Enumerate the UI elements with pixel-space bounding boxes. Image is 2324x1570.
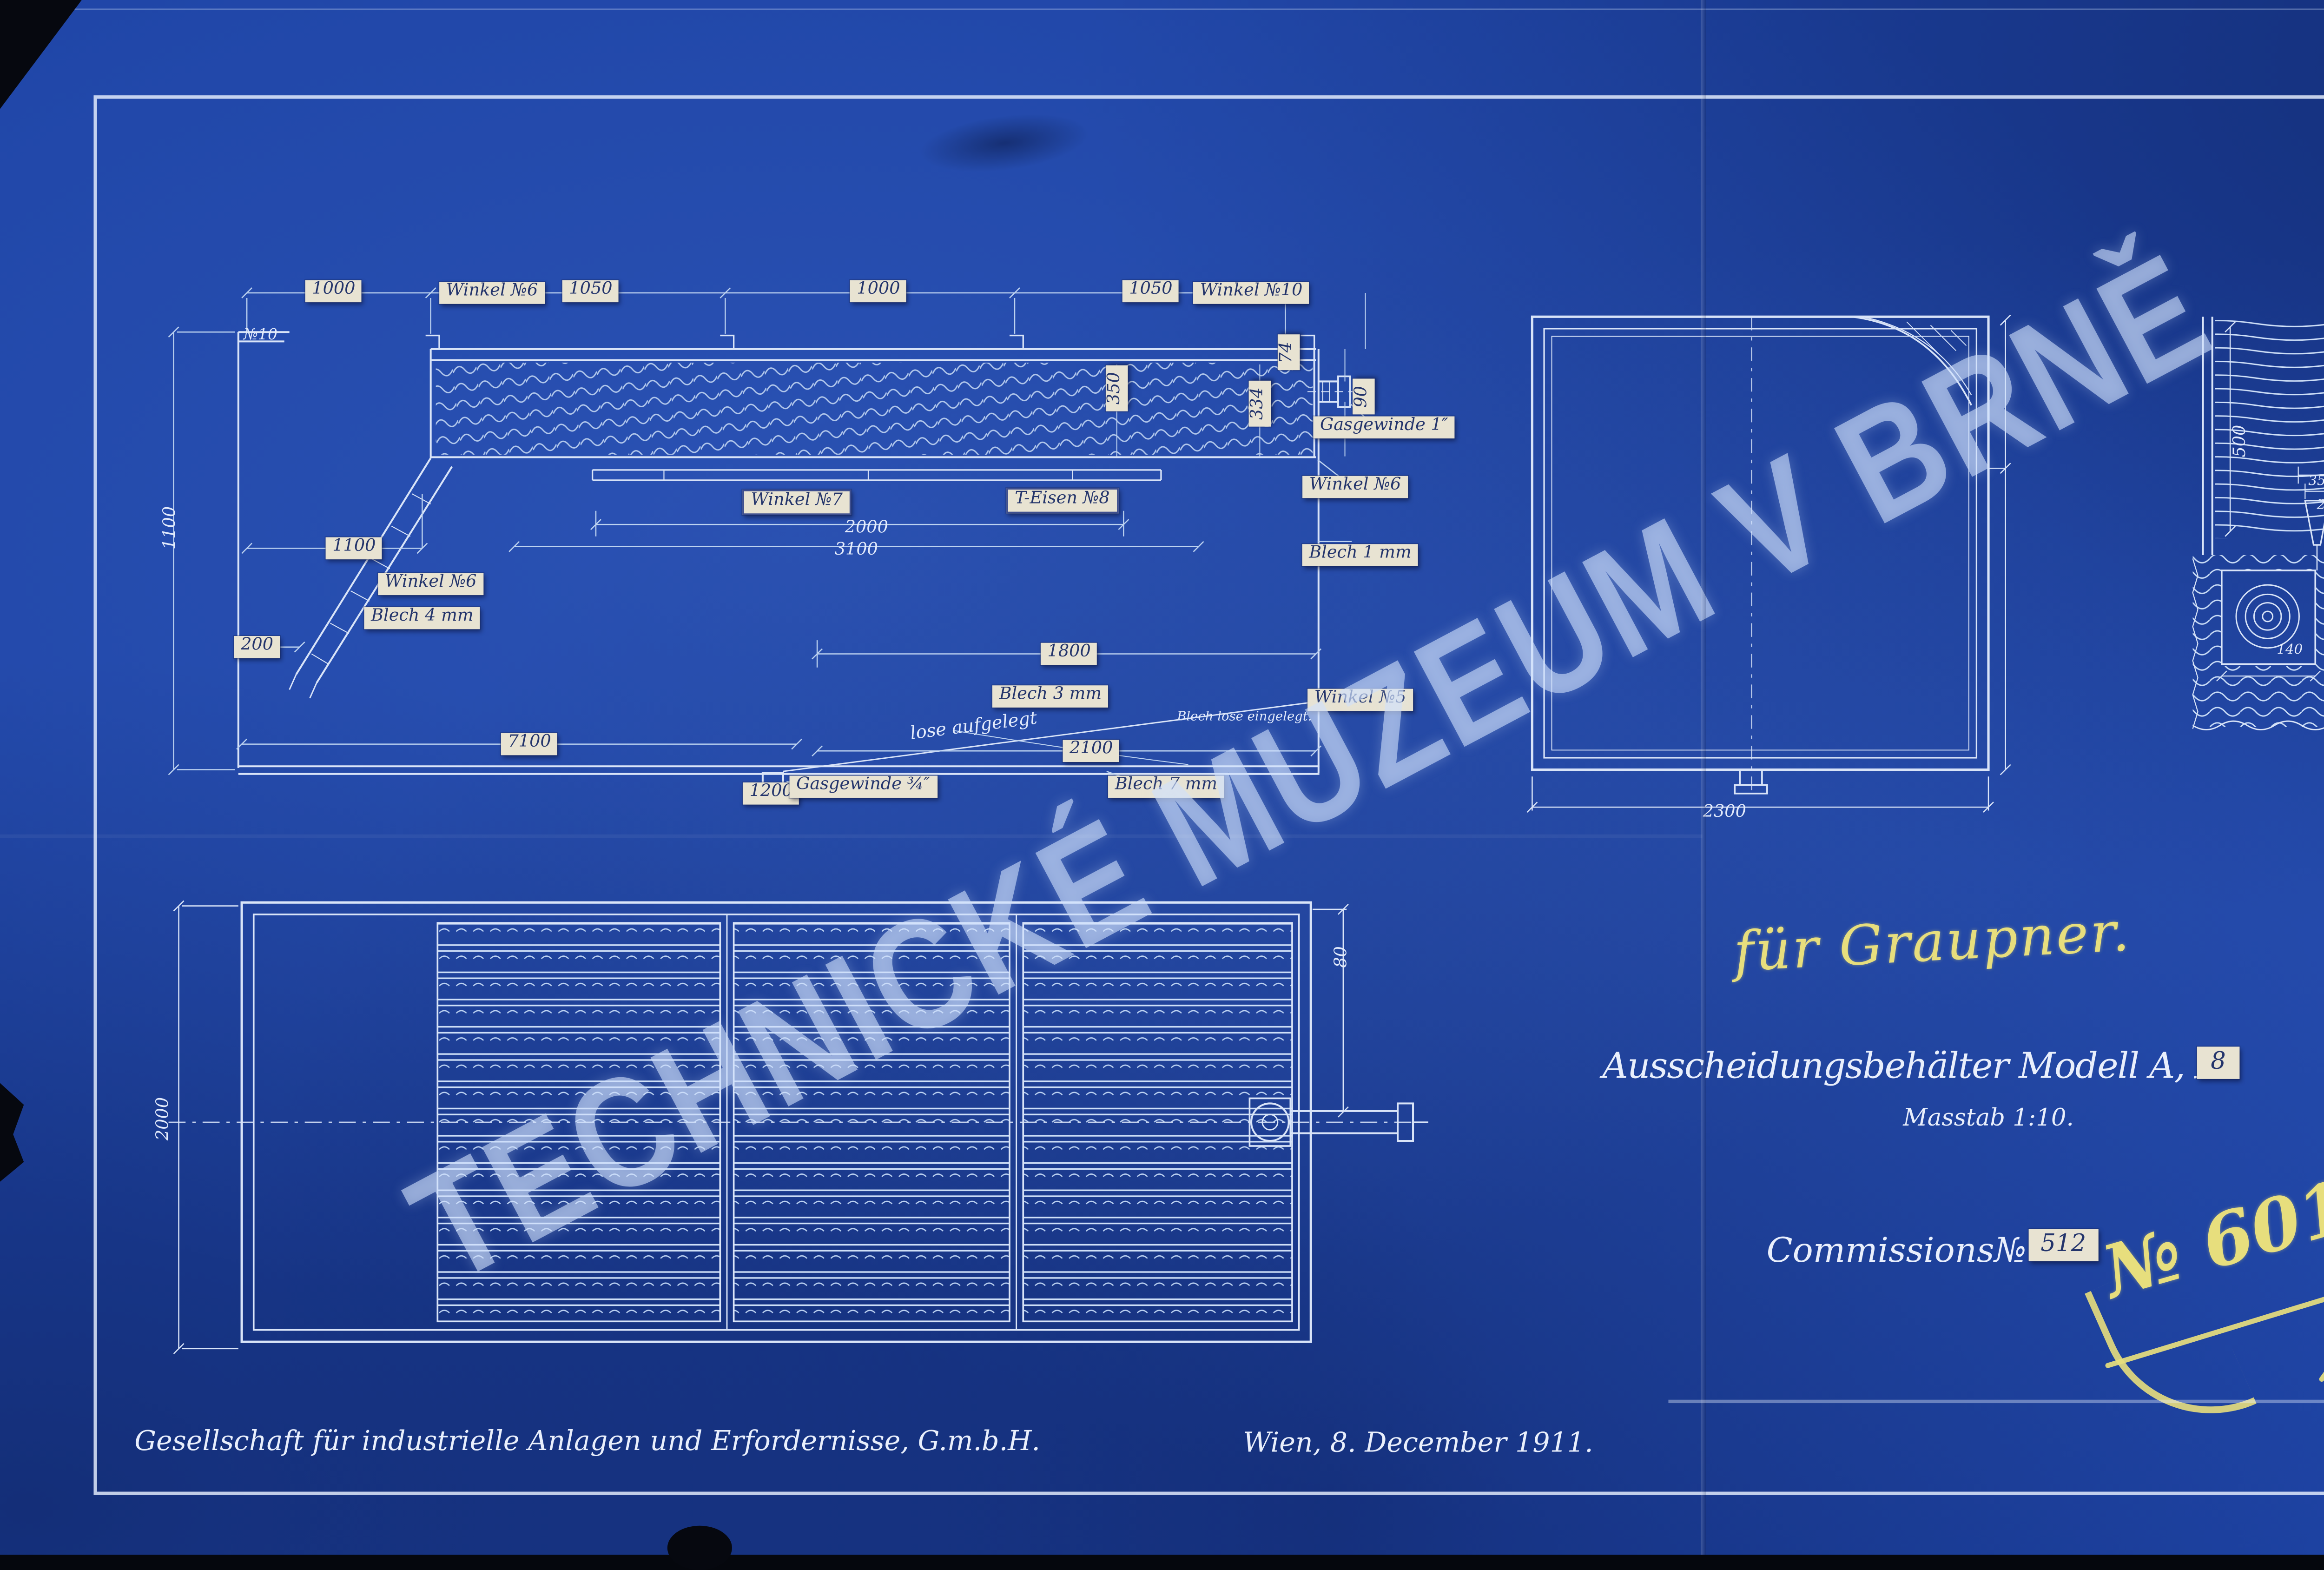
part-label-winkel5: Winkel №5 xyxy=(1307,689,1413,711)
scale-note: Masstab 1:10. xyxy=(1903,1105,2074,1133)
dim-label-detail-35: 35 xyxy=(2308,473,2324,489)
part-label-gasgewinde-1: Gasgewinde 1″ xyxy=(1313,416,1455,439)
drawing-title: Ausscheidungsbehälter Modell A, № xyxy=(1602,1045,2229,1086)
part-label-t-eisen8: T-Eisen №8 xyxy=(1006,488,1118,514)
note-blech-lose: Blech lose eingelegt. xyxy=(1177,708,1312,724)
dim-label-detail-140: 140 xyxy=(2277,642,2303,657)
corner-detail-drawing xyxy=(2192,317,2324,730)
dim-label-74: 74 xyxy=(1277,335,1300,371)
part-label-winkel7: Winkel №7 xyxy=(742,490,852,515)
part-label-blech1: Blech 1 mm xyxy=(1302,544,1419,566)
torn-edge-bottom xyxy=(667,1525,732,1570)
dim-label-1050-b: 1050 xyxy=(1122,280,1180,303)
border-frame xyxy=(93,95,2324,1495)
dim-label-plan-pipe: 80 xyxy=(1332,946,1352,968)
dim-label-200: 200 xyxy=(234,636,280,658)
dim-label-2100: 2100 xyxy=(1063,740,1120,762)
part-label-blech7: Blech 7 mm xyxy=(1108,775,1224,798)
part-label-blech4: Blech 4 mm xyxy=(364,607,481,629)
fold-crease-vertical xyxy=(1701,0,1706,1555)
torn-corner-top-left xyxy=(0,0,82,109)
part-label-gasgewinde-34: Gasgewinde ¾″ xyxy=(789,775,937,798)
dim-label-3100: 3100 xyxy=(834,541,878,560)
paper-edge-line xyxy=(71,8,2324,10)
part-label-winkel6-right: Winkel №6 xyxy=(1302,476,1408,498)
dim-label-1800: 1800 xyxy=(1040,643,1098,665)
dim-label-2000: 2000 xyxy=(845,519,888,538)
dim-label-height: 1100 xyxy=(161,506,180,550)
dim-label-1050-a: 1050 xyxy=(562,280,620,303)
torn-edge-left xyxy=(0,1083,24,1182)
part-label-winkel6-left: Winkel №6 xyxy=(378,573,484,596)
part-label-blech3: Blech 3 mm xyxy=(992,685,1109,708)
dim-label-1100: 1100 xyxy=(325,537,383,560)
plan-view-drawing xyxy=(168,900,1429,1354)
dim-label-334: 334 xyxy=(1248,380,1271,427)
dim-label-7100: 7100 xyxy=(501,733,558,755)
part-label-winkel10: Winkel №10 xyxy=(1193,282,1310,304)
fold-crease-faint xyxy=(0,834,1703,838)
dim-label-end-width: 2300 xyxy=(1703,803,1746,822)
company-name: Gesellschaft für industrielle Anlagen un… xyxy=(134,1424,1041,1457)
model-number-patch: 8 xyxy=(2197,1047,2240,1079)
commission-label: Commissions№ xyxy=(1766,1229,2027,1271)
end-view-drawing xyxy=(1526,314,2011,813)
part-label-winkel6-top: Winkel №6 xyxy=(439,282,545,304)
dim-label-detail-20: 20 xyxy=(2317,497,2324,513)
dim-label-90: 90 xyxy=(1353,379,1375,415)
dim-label-1000-a: 1000 xyxy=(305,280,363,303)
commission-number-patch: 512 xyxy=(2028,1229,2098,1261)
side-elevation-drawing xyxy=(168,287,1373,801)
ref-label: №10 xyxy=(243,327,277,344)
dim-label-1000-b: 1000 xyxy=(850,280,907,303)
fold-crease-horizontal xyxy=(1668,1399,2324,1404)
dim-label-plan-width: 2000 xyxy=(154,1097,173,1141)
dim-label-detail-depth: 500 xyxy=(2231,424,2251,457)
dim-label-350: 350 xyxy=(1105,365,1128,411)
place-date: Wien, 8. December 1911. xyxy=(1243,1426,1593,1459)
